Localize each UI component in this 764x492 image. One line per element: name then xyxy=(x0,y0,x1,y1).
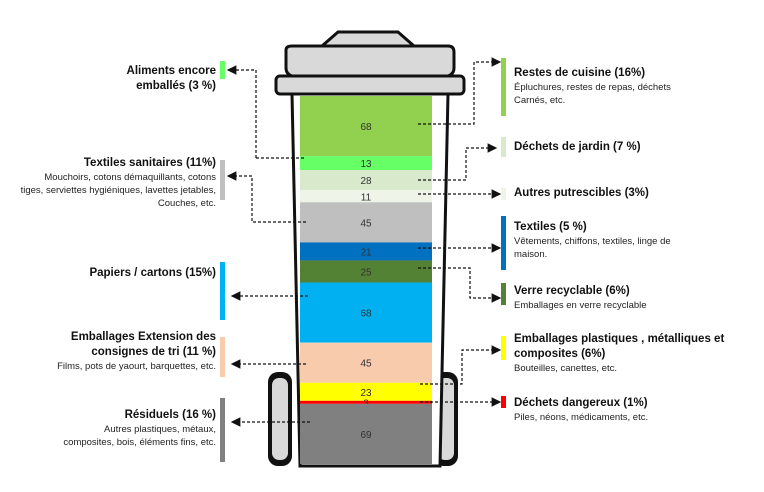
bin-segment-value-2: 28 xyxy=(360,176,372,187)
label-dangereux: Déchets dangereux (1%) Piles, néons, méd… xyxy=(514,396,714,424)
label-textiles: Textiles (5 %) Vêtements, chiffons, text… xyxy=(514,220,684,261)
bin-segment-value-8: 45 xyxy=(360,359,372,370)
bin-segment-1 xyxy=(300,156,432,171)
label-restes: Restes de cuisine (16%) Épluchures, rest… xyxy=(514,66,694,107)
connector-plastiques xyxy=(420,345,502,385)
bin-segment-6 xyxy=(300,260,432,283)
swatch-jardin xyxy=(501,137,506,157)
bin-segment-9 xyxy=(300,382,432,401)
bin-segment-11 xyxy=(300,403,432,464)
label-plastiques: Emballages plastiques , métalliques et c… xyxy=(514,332,734,375)
bin-segment-value-1: 13 xyxy=(360,159,372,170)
label-aliments-title: Aliments encore emballés (3 %) xyxy=(126,65,216,92)
label-papiers: Papiers / cartons (15%) xyxy=(60,266,216,281)
label-verre-desc: Emballages en verre recyclable xyxy=(514,300,647,311)
bin-segment-3 xyxy=(300,190,432,203)
swatch-verre xyxy=(501,283,506,305)
label-jardin-title: Déchets de jardin (7 %) xyxy=(514,141,641,153)
swatch-dangereux xyxy=(501,396,506,408)
swatch-papiers xyxy=(220,262,225,320)
bin-segment-value-11: 69 xyxy=(360,430,372,441)
swatch-emballages-ext xyxy=(220,337,225,377)
label-papiers-title: Papiers / cartons (15%) xyxy=(89,267,216,279)
bin-segment-value-0: 68 xyxy=(360,122,372,133)
bin-segment-5 xyxy=(300,242,432,261)
bin-segment-value-10: 3 xyxy=(363,398,369,409)
label-verre: Verre recyclable (6%) Emballages en verr… xyxy=(514,284,714,312)
bin-segment-value-4: 45 xyxy=(360,218,372,229)
label-emballages-ext-desc: Films, pots de yaourt, barquettes, etc. xyxy=(57,361,216,372)
bin-segment-7 xyxy=(300,282,432,343)
bin-segments: 68 13 28 11 45 21 25 68 45 233 69 xyxy=(300,96,432,464)
label-textiles-sanitaires-title: Textiles sanitaires (11%) xyxy=(83,157,216,169)
swatch-restes xyxy=(501,58,506,116)
bin-segment-value-3: 11 xyxy=(361,192,372,203)
label-putrescibles: Autres putrescibles (3%) xyxy=(514,186,714,201)
label-dangereux-desc: Piles, néons, médicaments, etc. xyxy=(514,412,649,423)
label-putrescibles-title: Autres putrescibles (3%) xyxy=(514,187,649,199)
label-emballages-ext: Emballages Extension des consignes de tr… xyxy=(20,330,216,373)
label-residuels-desc: Autres plastiques, métaux, composites, b… xyxy=(63,424,216,448)
label-plastiques-title: Emballages plastiques , métalliques et c… xyxy=(514,333,725,360)
bin-segment-4 xyxy=(300,202,432,243)
bin-segment-value-7: 68 xyxy=(360,309,372,320)
label-textiles-title: Textiles (5 %) xyxy=(514,221,587,233)
bin-handle xyxy=(318,30,418,48)
bin-segment-0 xyxy=(300,96,432,157)
bin-segment-value-9: 23 xyxy=(360,388,372,399)
label-textiles-sanitaires-desc: Mouchoirs, cotons démaquillants, cotons … xyxy=(20,172,216,209)
bin-segment-8 xyxy=(300,342,432,383)
label-jardin: Déchets de jardin (7 %) xyxy=(514,140,714,155)
connector-verre xyxy=(418,267,502,303)
swatch-residuels xyxy=(220,398,225,462)
swatch-putrescibles xyxy=(501,188,506,200)
label-restes-desc: Épluchures, restes de repas, déchets Car… xyxy=(514,82,671,106)
swatch-aliments xyxy=(220,61,225,79)
label-aliments: Aliments encore emballés (3 %) xyxy=(80,64,216,94)
label-restes-title: Restes de cuisine (16%) xyxy=(514,67,646,79)
bin-lid xyxy=(284,44,456,78)
connector-aliments xyxy=(226,65,257,158)
connector-restes xyxy=(418,57,502,125)
label-textiles-sanitaires: Textiles sanitaires (11%) Mouchoirs, cot… xyxy=(20,156,216,210)
connector-textiles-sanitaires xyxy=(226,171,306,223)
label-textiles-desc: Vêtements, chiffons, textiles, linge de … xyxy=(514,236,671,260)
swatch-textiles-sanitaires xyxy=(220,160,225,200)
bin-segment-value-6: 25 xyxy=(360,267,372,278)
bin-segment-10 xyxy=(300,400,432,404)
label-residuels-title: Résiduels (16 %) xyxy=(124,409,216,421)
bin-segment-2 xyxy=(300,170,432,191)
label-dangereux-title: Déchets dangereux (1%) xyxy=(514,397,648,409)
label-residuels: Résiduels (16 %) Autres plastiques, méta… xyxy=(60,408,216,449)
connector-jardin xyxy=(418,143,498,181)
label-verre-title: Verre recyclable (6%) xyxy=(514,285,630,297)
swatch-plastiques xyxy=(501,336,506,360)
label-plastiques-desc: Bouteilles, canettes, etc. xyxy=(514,363,617,374)
swatch-textiles xyxy=(501,216,506,270)
bin-segment-value-5: 21 xyxy=(360,247,372,258)
label-emballages-ext-title: Emballages Extension des consignes de tr… xyxy=(70,331,216,358)
